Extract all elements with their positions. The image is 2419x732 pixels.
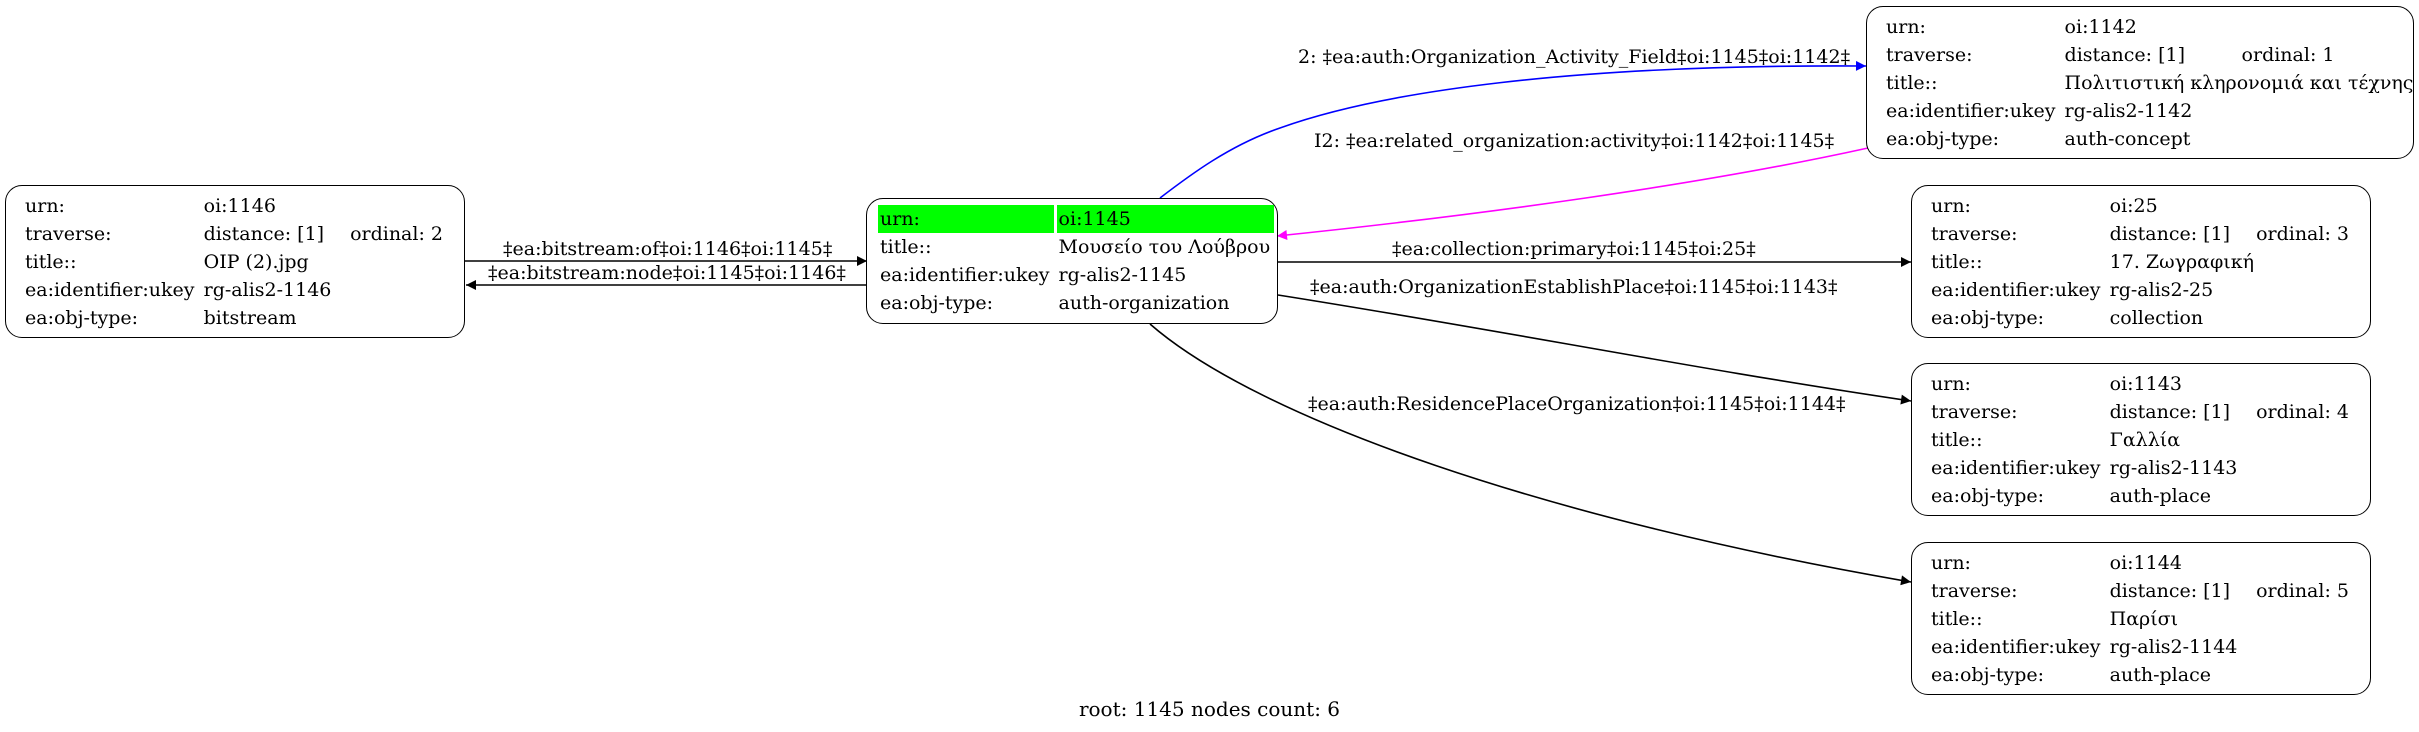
node-oi-1142[interactable]: urn: oi:1142 traverse: distance: [1] ordina… (1866, 6, 2414, 159)
edge-label-related-organization: I2: ‡ea:related_organization:activity‡oi… (1314, 130, 1835, 152)
node-oi-25[interactable]: urn: oi:25 traverse: distance: [1] ordinal:… (1911, 185, 2371, 338)
edge-label-bitstream-node: ‡ea:bitstream:node‡oi:1145‡oi:1146‡ (488, 262, 846, 284)
ordinal-value: ordinal: 3 (2256, 223, 2349, 245)
edge-label-establish-place: ‡ea:auth:OrganizationEstablishPlace‡oi:1… (1310, 276, 1838, 298)
traverse-value: distance: [1] (203, 223, 325, 245)
ukey-value: rg-alis2-1142 (2064, 100, 2193, 122)
title-value: Παρίσι (2109, 608, 2179, 630)
node-attribute-table: urn: oi:1144 traverse: distance: [1] ordina… (1926, 549, 2356, 689)
ukey-key: ea:identifier:ukey (1931, 279, 2101, 301)
urn-key: urn: (1931, 373, 1971, 395)
obj-type-value: auth-concept (2064, 128, 2191, 150)
title-key: title:: (1886, 72, 1938, 94)
node-oi-1146[interactable]: urn: oi:1146 traverse: distance: [1] ordina… (5, 185, 465, 338)
node-attribute-table: urn: oi:25 traverse: distance: [1] ordinal:… (1926, 192, 2356, 332)
traverse-value: distance: [1] (2109, 401, 2231, 423)
urn-value: oi:1143 (2109, 373, 2182, 395)
edge-label-activity-field: 2: ‡ea:auth:Organization_Activity_Field‡… (1298, 46, 1851, 68)
traverse-value: distance: [1] (2109, 580, 2231, 602)
ukey-value: rg-alis2-25 (2109, 279, 2214, 301)
obj-type-value: collection (2109, 307, 2204, 329)
urn-value: oi:1145 (1056, 205, 1275, 233)
ukey-key: ea:identifier:ukey (1931, 457, 2101, 479)
ordinal-value: ordinal: 1 (2241, 44, 2335, 66)
ordinal-value: ordinal: 4 (2256, 401, 2349, 423)
node-oi-1144[interactable]: urn: oi:1144 traverse: distance: [1] ordina… (1911, 542, 2371, 695)
ordinal-value: ordinal: 5 (2256, 580, 2349, 602)
title-key: title:: (1931, 251, 1983, 273)
obj-type-key: ea:obj-type: (1931, 485, 2045, 507)
urn-value: oi:1146 (203, 195, 276, 217)
title-value: Γαλλία (2109, 429, 2181, 451)
node-attribute-table: urn: oi:1146 traverse: distance: [1] ordina… (20, 192, 450, 332)
node-oi-1145-root[interactable]: urn:oi:1145 title::Μουσείο του Λούβρου e… (866, 198, 1278, 324)
title-value: Μουσείο του Λούβρου (1058, 236, 1271, 258)
obj-type-key: ea:obj-type: (25, 307, 139, 329)
node-oi-1143[interactable]: urn: oi:1143 traverse: distance: [1] ordina… (1911, 363, 2371, 516)
ordinal-value: ordinal: 2 (350, 223, 443, 245)
ukey-value: rg-alis2-1144 (2109, 636, 2238, 658)
node-attribute-table: urn: oi:1143 traverse: distance: [1] ordina… (1926, 370, 2356, 510)
title-value: Πολιτιστική κληρονομιά και τέχνης (2064, 72, 2414, 94)
traverse-key: traverse: (1931, 401, 2018, 423)
urn-value: oi:1142 (2064, 16, 2137, 38)
graph-footer-caption: root: 1145 nodes count: 6 (1078, 697, 1341, 721)
traverse-value: distance: [1] (2109, 223, 2231, 245)
node-attribute-table: urn:oi:1145 title::Μουσείο του Λούβρου e… (875, 205, 1277, 317)
title-value: 17. Ζωγραφική (2109, 251, 2254, 273)
obj-type-key: ea:obj-type: (1886, 128, 2000, 150)
ukey-value: rg-alis2-1143 (2109, 457, 2238, 479)
ukey-value: rg-alis2-1145 (1058, 264, 1187, 286)
obj-type-key: ea:obj-type: (1931, 307, 2045, 329)
ukey-key: ea:identifier:ukey (25, 279, 195, 301)
edge-related-organization (1276, 147, 1869, 240)
obj-type-value: auth-place (2109, 485, 2211, 507)
traverse-key: traverse: (25, 223, 112, 245)
ukey-key: ea:identifier:ukey (1886, 100, 2056, 122)
edge-label-collection-primary: ‡ea:collection:primary‡oi:1145‡oi:25‡ (1392, 238, 1756, 260)
title-value: OIP (2).jpg (203, 251, 309, 273)
traverse-value: distance: [1] (2064, 44, 2185, 66)
edge-activity-field (1159, 60, 1867, 199)
edge-residence-place (1149, 323, 1912, 586)
traverse-key: traverse: (1886, 44, 1973, 66)
title-key: title:: (1931, 429, 1983, 451)
obj-type-key: ea:obj-type: (880, 292, 994, 314)
urn-key: urn: (1931, 552, 1971, 574)
edge-label-bitstream-of: ‡ea:bitstream:of‡oi:1146‡oi:1145‡ (503, 238, 833, 260)
urn-key: urn: (25, 195, 65, 217)
ukey-value: rg-alis2-1146 (203, 279, 332, 301)
obj-type-key: ea:obj-type: (1931, 664, 2045, 686)
urn-key: urn: (1886, 16, 1926, 38)
edge-establish-place (1277, 294, 1912, 405)
ukey-key: ea:identifier:ukey (880, 264, 1050, 286)
urn-value: oi:25 (2109, 195, 2158, 217)
urn-key: urn: (1931, 195, 1971, 217)
traverse-key: traverse: (1931, 223, 2018, 245)
urn-value: oi:1144 (2109, 552, 2182, 574)
node-attribute-table: urn: oi:1142 traverse: distance: [1] ordina… (1881, 13, 2419, 153)
highlighted-row: urn:oi:1145 (878, 205, 1275, 233)
urn-key: urn: (878, 205, 1054, 233)
obj-type-value: bitstream (203, 307, 297, 329)
title-key: title:: (880, 236, 932, 258)
edge-label-residence-place: ‡ea:auth:ResidencePlaceOrganization‡oi:1… (1308, 393, 1846, 415)
ukey-key: ea:identifier:ukey (1931, 636, 2101, 658)
traverse-key: traverse: (1931, 580, 2018, 602)
title-key: title:: (1931, 608, 1983, 630)
title-key: title:: (25, 251, 77, 273)
obj-type-value: auth-place (2109, 664, 2211, 686)
obj-type-value: auth-organization (1058, 292, 1230, 314)
